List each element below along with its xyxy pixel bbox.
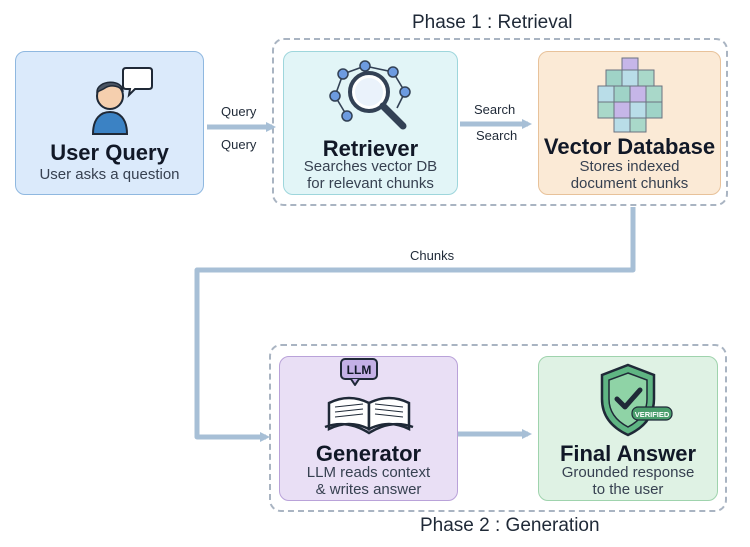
edge-label-search-bottom: Search — [476, 128, 518, 143]
magnifier-network-icon — [323, 58, 419, 134]
user-query-title: User Query — [50, 140, 169, 165]
vector-db-desc-line2: document chunks — [570, 175, 689, 192]
llm-badge-text: LLM — [346, 363, 371, 377]
cube-stack-icon — [588, 56, 672, 136]
edge-label-query-top: Query — [221, 104, 257, 119]
generator-desc-line1: LLM reads context — [306, 464, 431, 481]
final-answer-title: Final Answer — [559, 441, 697, 466]
edge-label-chunks: Chunks — [410, 248, 455, 263]
generator-node: LLM Generator LLM reads context & writes… — [279, 356, 458, 501]
generator-desc-line2: & writes answer — [315, 481, 422, 498]
phase-2-title: Phase 2 : Generation — [420, 515, 600, 536]
user-query-node: User Query User asks a question — [15, 51, 204, 195]
vector-db-node: Vector Database Stores indexed document … — [538, 51, 721, 195]
final-answer-desc-line1: Grounded response — [561, 464, 695, 481]
retriever-title: Retriever — [322, 136, 419, 161]
verified-badge-text: VERIFIED — [635, 410, 670, 419]
final-answer-node: VERIFIED Final Answer Grounded response … — [538, 356, 718, 501]
user-query-desc: User asks a question — [39, 166, 180, 183]
edge-chunks — [194, 207, 636, 442]
verified-shield-icon: VERIFIED — [580, 361, 676, 441]
user-with-speech-bubble-icon — [65, 62, 155, 136]
retriever-desc-line2: for relevant chunks — [307, 175, 434, 192]
generator-title: Generator — [315, 441, 422, 466]
vector-db-desc-line1: Stores indexed — [579, 158, 680, 175]
edge-label-search-top: Search — [474, 102, 516, 117]
phase-1-title: Phase 1 : Retrieval — [412, 12, 573, 33]
phase-2-box — [269, 344, 727, 512]
retriever-desc-line1: Searches vector DB — [303, 158, 438, 175]
retriever-node: Retriever Searches vector DB for relevan… — [283, 51, 458, 195]
open-book-llm-icon: LLM — [321, 357, 417, 437]
final-answer-desc-line2: to the user — [592, 481, 664, 498]
vector-db-title: Vector Database — [543, 134, 716, 159]
edge-label-query-bottom: Query — [221, 137, 257, 152]
